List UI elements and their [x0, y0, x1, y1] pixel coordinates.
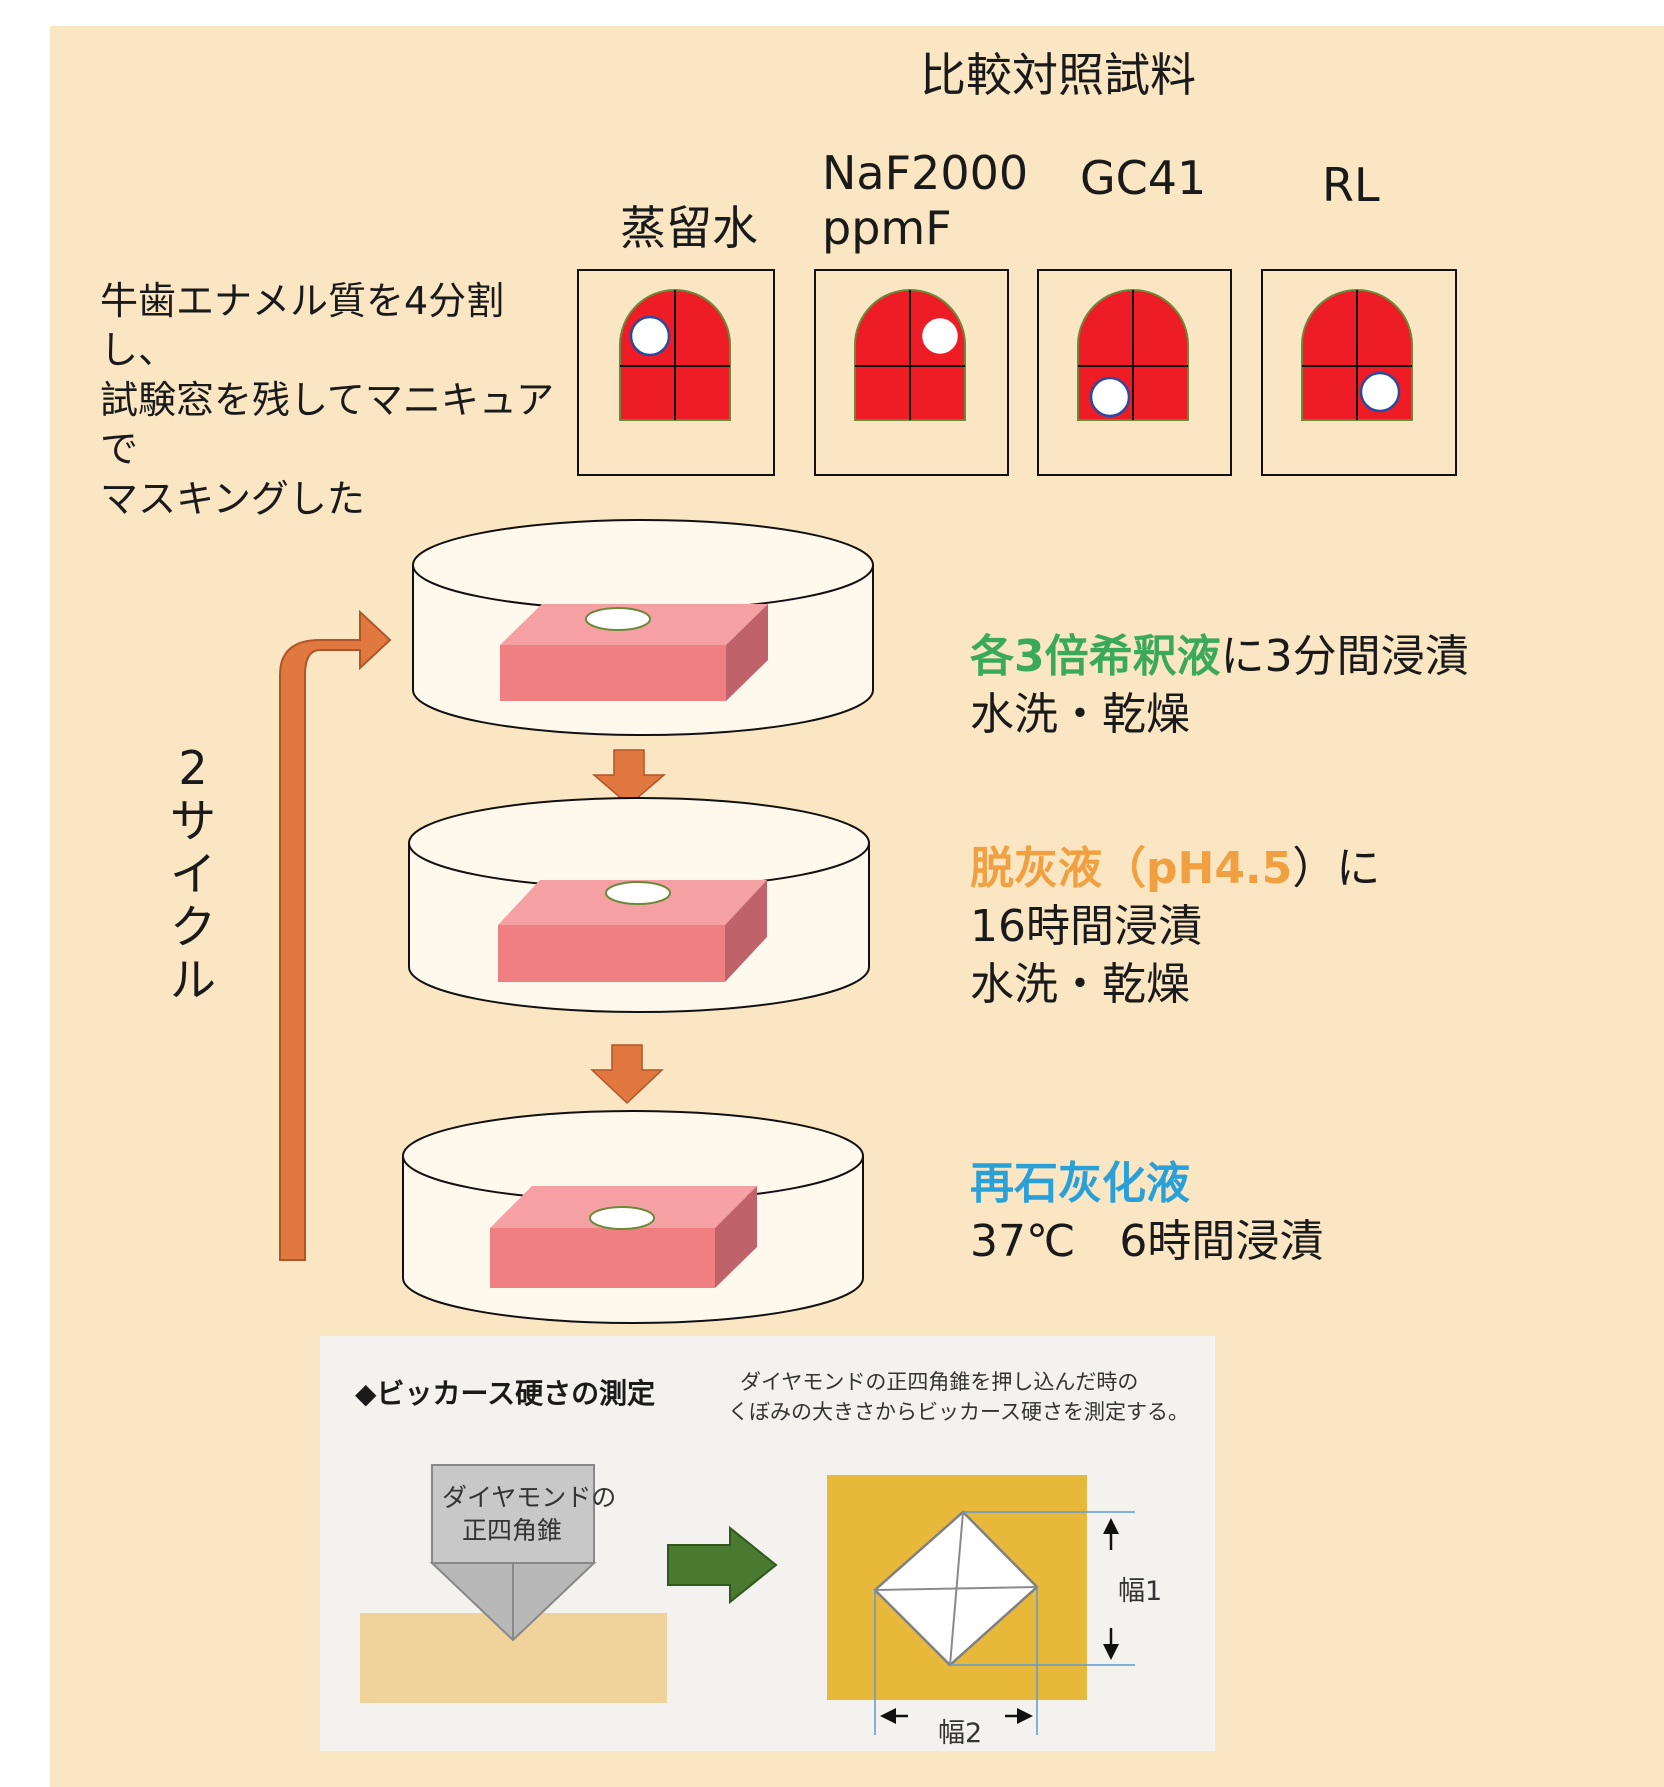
indenter-label-line1: ダイヤモンドの: [442, 1483, 617, 1512]
sample-1-water: [577, 269, 775, 476]
intro-line-1: 牛歯エナメル質を4分割し、: [100, 279, 505, 373]
test-window: [605, 881, 671, 905]
cycle-arrow: [279, 609, 392, 1261]
dish-2: [408, 797, 870, 1013]
test-window: [585, 607, 651, 631]
width1-label: 幅1: [1118, 1576, 1163, 1607]
step-1-line2: 水洗・乾燥: [970, 689, 1190, 741]
cycle-char-3: ク: [170, 899, 216, 954]
step-3-line2: 37℃ 6時間浸漬: [970, 1216, 1324, 1268]
sample-label-naf-line1: NaF2000: [822, 146, 1029, 200]
step-2-line3: 水洗・乾燥: [970, 959, 1190, 1011]
vickers-desc-line1: ダイヤモンドの正四角錐を押し込んだ時の: [740, 1370, 1139, 1394]
sample-label-naf-line2: ppmF: [822, 201, 952, 255]
dish-3: [402, 1110, 864, 1324]
step-3-highlight: 再石灰化液: [970, 1158, 1190, 1209]
cycle-count: 2: [178, 741, 208, 795]
intro-text: 牛歯エナメル質を4分割し、 試験窓を残してマニキュアで マスキングした: [100, 277, 570, 524]
step-1-highlight: 各3倍希釈液: [970, 631, 1221, 682]
width2-label: 幅2: [938, 1718, 983, 1749]
test-window: [589, 1206, 655, 1230]
step-1-text: 各3倍希釈液に3分間浸漬 水洗・乾燥: [970, 628, 1469, 744]
vickers-title: ◆ビッカース硬さの測定: [355, 1377, 656, 1410]
test-window-circle: [1359, 371, 1401, 413]
step-2-text: 脱灰液（pH4.5）に 16時間浸漬 水洗・乾燥: [970, 840, 1380, 1014]
cycle-char-4: ル: [170, 952, 216, 1007]
step-2-highlight: 脱灰液（pH4.5: [970, 843, 1293, 894]
indenter-label: ダイヤモンドの 正四角錐: [442, 1482, 617, 1547]
cycle-char-1: サ: [170, 793, 216, 848]
step-3-text: 再石灰化液 37℃ 6時間浸漬: [970, 1155, 1323, 1271]
down-arrow-2: [590, 1044, 664, 1105]
down-arrow-1: [591, 749, 667, 806]
comparison-title: 比較対照試料: [920, 48, 1196, 102]
sample-3-gc41: [1037, 269, 1232, 476]
dish-1: [412, 519, 874, 736]
sample-label-rl: RL: [1322, 158, 1380, 212]
test-window-circle: [1089, 376, 1131, 418]
indenter-body: [431, 1464, 595, 1564]
cycle-label: 2 サ イ ク ル: [170, 742, 216, 1006]
sample-2-naf: [814, 269, 1009, 476]
intro-line-3: マスキングした: [100, 476, 365, 521]
step-2-line2: 16時間浸漬: [970, 901, 1202, 953]
sample-label-water: 蒸留水: [620, 201, 758, 255]
test-window-circle: [919, 315, 961, 357]
step-2-rest: ）に: [1292, 843, 1381, 894]
sample-4-rl: [1261, 269, 1457, 476]
step-1-rest: に3分間浸漬: [1220, 631, 1469, 682]
cycle-char-2: イ: [170, 846, 216, 901]
indenter-label-line2: 正四角錐: [461, 1515, 562, 1545]
sample-label-gc41: GC41: [1080, 151, 1207, 205]
test-window-circle: [629, 315, 671, 357]
intro-line-2: 試験窓を残してマニキュアで: [100, 377, 555, 472]
vickers-desc-line2: くぼみの大きさからビッカース硬さを測定する。: [728, 1400, 1189, 1424]
process-arrow: [667, 1525, 778, 1605]
